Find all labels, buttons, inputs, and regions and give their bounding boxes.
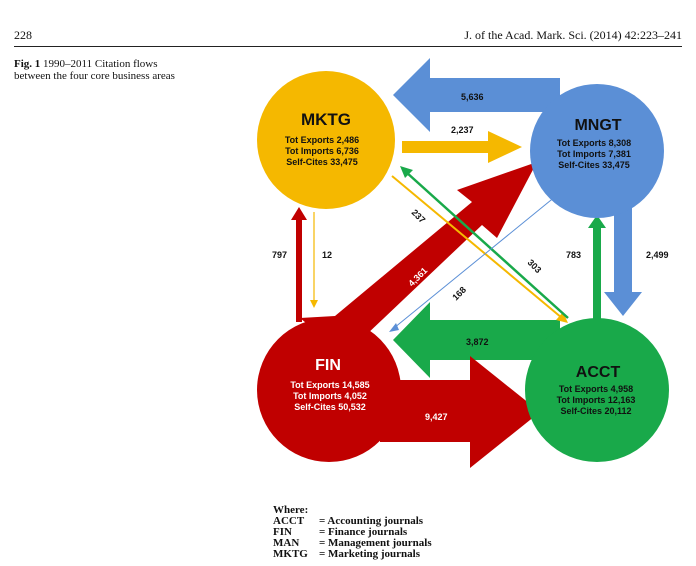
node-mktg <box>257 71 395 209</box>
flow-label-fin-to-acct: 9,427 <box>425 412 448 422</box>
node-mngt <box>530 84 664 218</box>
legend-title: Where: <box>273 504 309 516</box>
node-mngt-name: MNGT <box>574 117 621 134</box>
arrow-mktg-to-mngt <box>402 131 522 163</box>
legend-row: MAN = Management journals <box>273 538 432 549</box>
arrow-mngt-to-fin <box>393 195 557 329</box>
legend-abbr: ACCT <box>273 515 305 527</box>
journal-citation: J. of the Acad. Mark. Sci. (2014) 42:223… <box>464 28 682 42</box>
flow-label-acct-to-mngt: 783 <box>566 250 581 260</box>
node-fin-exports: Tot Exports 14,585 <box>290 380 369 390</box>
legend-abbr: MAN <box>273 537 300 549</box>
page-number: 228 <box>14 28 32 42</box>
legend-row: ACCT = Accounting journals <box>273 516 432 527</box>
figure-legend: Where: ACCT = Accounting journals FIN = … <box>273 505 432 560</box>
node-mktg-imports: Tot Imports 6,736 <box>285 146 359 156</box>
flow-label-mngt-to-fin: 168 <box>450 285 468 303</box>
arrow-mktg-to-acct <box>391 175 563 319</box>
figure-caption: Fig. 1 1990–2011 Citation flows between … <box>14 58 179 82</box>
arrow-mngt-to-mktg <box>393 58 560 132</box>
node-acct-self: Self-Cites 20,112 <box>560 406 631 416</box>
arrow-mktg-to-fin-head <box>310 300 318 308</box>
arrow-fin-to-acct <box>380 356 540 468</box>
legend-desc: = Accounting journals <box>319 515 424 527</box>
flow-label-mktg-to-fin: 12 <box>322 250 332 260</box>
legend-row: FIN = Finance journals <box>273 527 432 538</box>
flow-label-acct-to-fin: 3,872 <box>466 337 489 347</box>
node-mngt-exports: Tot Exports 8,308 <box>557 138 631 148</box>
node-fin-self: Self-Cites 50,532 <box>294 402 366 412</box>
node-acct <box>525 318 669 462</box>
legend-abbr: FIN <box>273 526 292 538</box>
figure-label: Fig. 1 <box>14 58 41 70</box>
flow-label-mngt-to-mktg: 5,636 <box>461 92 484 102</box>
arrow-mngt-to-acct <box>604 185 642 316</box>
node-mngt-self: Self-Cites 33,475 <box>558 160 630 170</box>
arrow-mngt-to-fin-head <box>389 323 399 332</box>
node-fin <box>257 318 401 462</box>
arrow-acct-to-fin <box>393 302 560 378</box>
header-rule <box>14 46 682 47</box>
flow-label-fin-to-mktg: 797 <box>272 250 287 260</box>
node-mngt-imports: Tot Imports 7,381 <box>557 149 631 159</box>
node-acct-imports: Tot Imports 12,163 <box>557 395 636 405</box>
node-mktg-name: MKTG <box>301 110 351 129</box>
flow-label-mktg-to-acct: 237 <box>410 207 428 225</box>
arrow-acct-to-mngt <box>588 215 606 325</box>
node-mktg-exports: Tot Exports 2,486 <box>285 135 359 145</box>
figure-caption-text: 1990–2011 Citation flows between the fou… <box>14 58 175 82</box>
node-fin-name: FIN <box>315 357 341 374</box>
flow-label-mngt-to-acct: 2,499 <box>646 250 669 260</box>
flow-label-acct-to-mktg: 303 <box>526 257 544 275</box>
node-fin-imports: Tot Imports 4,052 <box>293 391 367 401</box>
legend-desc: = Marketing journals <box>319 548 420 560</box>
flow-label-mktg-to-mngt: 2,237 <box>451 125 474 135</box>
arrow-fin-to-mngt <box>300 162 537 355</box>
node-acct-name: ACCT <box>576 364 621 381</box>
arrow-mktg-to-acct-head <box>556 312 568 323</box>
arrow-acct-to-mktg <box>405 171 569 319</box>
legend-desc: = Finance journals <box>319 526 408 538</box>
arrow-fin-to-mktg <box>291 207 307 322</box>
arrow-acct-to-mktg-head <box>400 166 413 178</box>
legend-row: MKTG = Marketing journals <box>273 549 432 560</box>
node-acct-exports: Tot Exports 4,958 <box>559 384 633 394</box>
legend-desc: = Management journals <box>319 537 432 549</box>
node-mktg-self: Self-Cites 33,475 <box>286 157 358 167</box>
legend-abbr: MKTG <box>273 548 308 560</box>
